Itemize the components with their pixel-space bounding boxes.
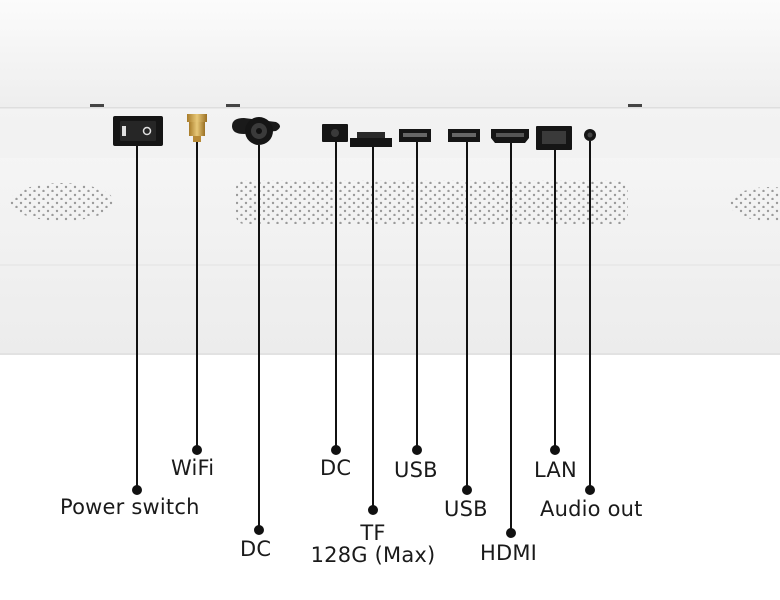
device-top-surface (0, 0, 780, 108)
tf-slot-port (350, 132, 392, 147)
label-audio-out: Audio out (540, 497, 643, 521)
label-dc: DC (320, 456, 352, 480)
label-power-switch: Power switch (60, 495, 200, 519)
label-wifi: WiFi (171, 456, 215, 480)
vent-grille-center (236, 180, 628, 224)
usb-1-port (399, 129, 431, 142)
leader-line-wifi (192, 142, 202, 455)
label-hdmi: HDMI (480, 541, 538, 565)
vent-grille-left (10, 183, 114, 221)
leader-line-tf (368, 147, 378, 515)
label-tf-title: TF (360, 521, 386, 545)
leader-line-audio-out (585, 141, 595, 495)
leader-line-dc-locking (254, 145, 264, 535)
label-usb-1: USB (394, 458, 438, 482)
label-dc-locking: DC (240, 537, 272, 561)
leader-line-lan (550, 150, 560, 455)
dc-locking-jack-port (232, 117, 280, 145)
leader-line-usb-1 (412, 142, 422, 455)
leader-line-power-switch (132, 146, 142, 495)
leader-line-hdmi (506, 143, 516, 538)
label-tf-capacity: 128G (Max) (310, 543, 436, 567)
label-tf: TF 128G (Max) (300, 522, 446, 566)
dc-jack-port (322, 124, 348, 142)
lan-port (536, 126, 572, 150)
leader-line-usb-2 (462, 142, 472, 495)
vent-grille-right (730, 187, 780, 221)
power-switch-port (113, 116, 163, 146)
hdmi-port (491, 129, 529, 143)
label-lan: LAN (534, 458, 577, 482)
label-usb-2: USB (444, 497, 488, 521)
wifi-antenna-port (187, 114, 207, 142)
audio-out-port (584, 129, 596, 141)
usb-2-port (448, 129, 480, 142)
leader-line-dc (331, 142, 341, 455)
